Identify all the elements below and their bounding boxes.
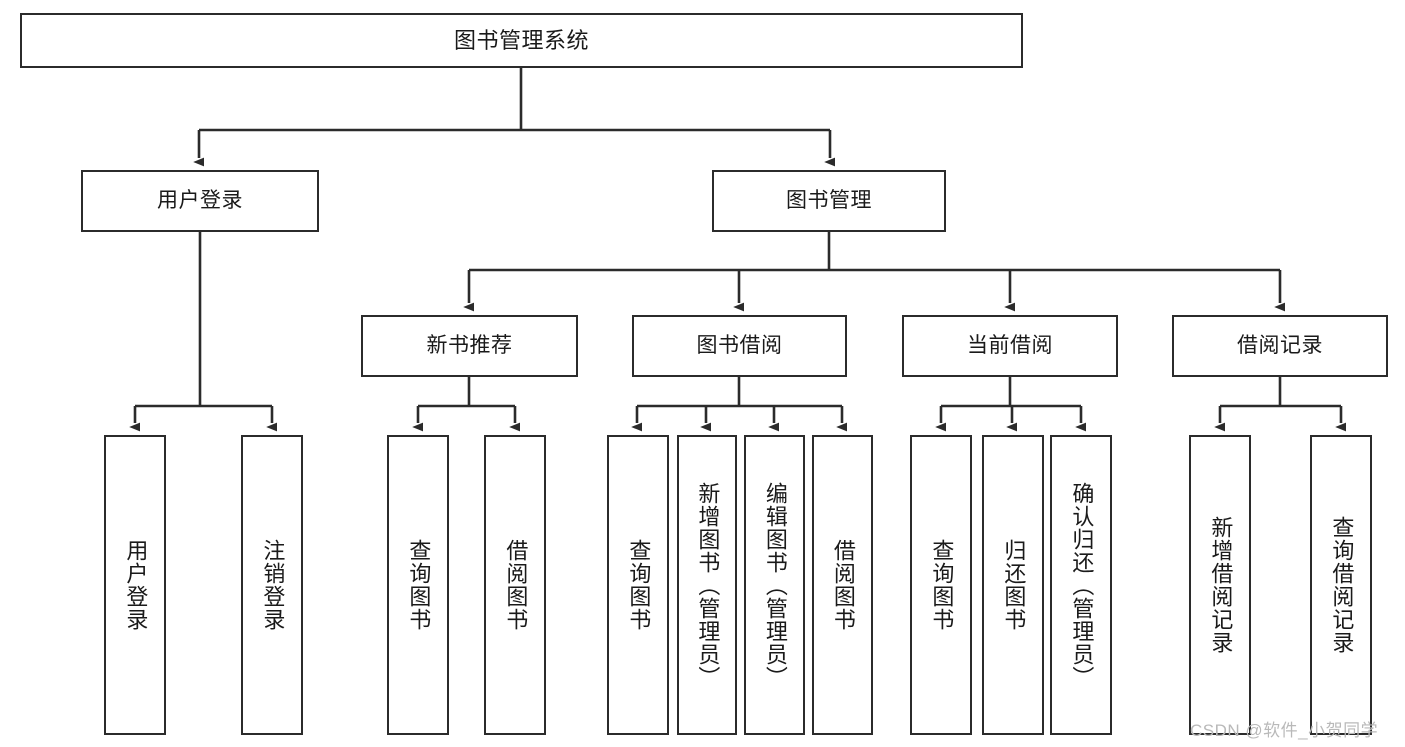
node-leaf-user-logout-label: 注销登录: [260, 539, 286, 631]
node-new-book-rec[interactable]: 新书推荐: [361, 315, 578, 377]
node-user-login-label: 用户登录: [157, 188, 243, 212]
node-leaf-add-book[interactable]: 新增图书（管理员）: [677, 435, 737, 735]
node-leaf-borrow-book-2-label: 借阅图书: [830, 539, 856, 631]
node-book-borrow[interactable]: 图书借阅: [632, 315, 847, 377]
node-leaf-borrow-book-2[interactable]: 借阅图书: [812, 435, 873, 735]
node-borrow-record-label: 借阅记录: [1237, 333, 1323, 357]
csdn-watermark: CSDN @软件_小贺同学: [1190, 721, 1379, 740]
node-leaf-query-book-2-label: 查询图书: [626, 539, 652, 631]
node-leaf-query-record-label: 查询借阅记录: [1329, 516, 1355, 654]
node-book-borrow-label: 图书借阅: [696, 333, 783, 357]
node-borrow-record[interactable]: 借阅记录: [1172, 315, 1388, 377]
node-book-manage[interactable]: 图书管理: [712, 170, 946, 232]
node-current-borrow-label: 当前借阅: [967, 333, 1053, 357]
node-leaf-add-record[interactable]: 新增借阅记录: [1189, 435, 1251, 735]
node-leaf-add-book-label: 新增图书（管理员）: [695, 481, 721, 689]
node-root[interactable]: 图书管理系统: [20, 13, 1023, 68]
node-book-manage-label: 图书管理: [786, 188, 872, 212]
node-leaf-query-book-1[interactable]: 查询图书: [387, 435, 449, 735]
node-leaf-edit-book[interactable]: 编辑图书（管理员）: [744, 435, 805, 735]
node-leaf-edit-book-label: 编辑图书（管理员）: [762, 481, 788, 689]
node-leaf-confirm-return-label: 确认归还（管理员）: [1069, 481, 1095, 689]
node-user-login[interactable]: 用户登录: [81, 170, 319, 232]
node-leaf-query-book-3[interactable]: 查询图书: [910, 435, 972, 735]
node-leaf-query-record[interactable]: 查询借阅记录: [1310, 435, 1372, 735]
node-leaf-return-book-label: 归还图书: [1001, 539, 1027, 631]
node-leaf-borrow-book-1-label: 借阅图书: [503, 539, 529, 631]
node-leaf-borrow-book-1[interactable]: 借阅图书: [484, 435, 546, 735]
node-leaf-query-book-1-label: 查询图书: [406, 539, 432, 631]
node-leaf-user-logout[interactable]: 注销登录: [241, 435, 303, 735]
node-new-book-rec-label: 新书推荐: [426, 333, 513, 357]
node-leaf-add-record-label: 新增借阅记录: [1208, 516, 1234, 654]
node-leaf-user-login[interactable]: 用户登录: [104, 435, 166, 735]
node-root-label: 图书管理系统: [453, 27, 589, 53]
node-leaf-query-book-3-label: 查询图书: [929, 539, 955, 631]
node-leaf-confirm-return[interactable]: 确认归还（管理员）: [1050, 435, 1112, 735]
node-leaf-query-book-2[interactable]: 查询图书: [607, 435, 669, 735]
node-leaf-user-login-label: 用户登录: [123, 539, 149, 631]
node-current-borrow[interactable]: 当前借阅: [902, 315, 1118, 377]
node-leaf-return-book[interactable]: 归还图书: [982, 435, 1044, 735]
